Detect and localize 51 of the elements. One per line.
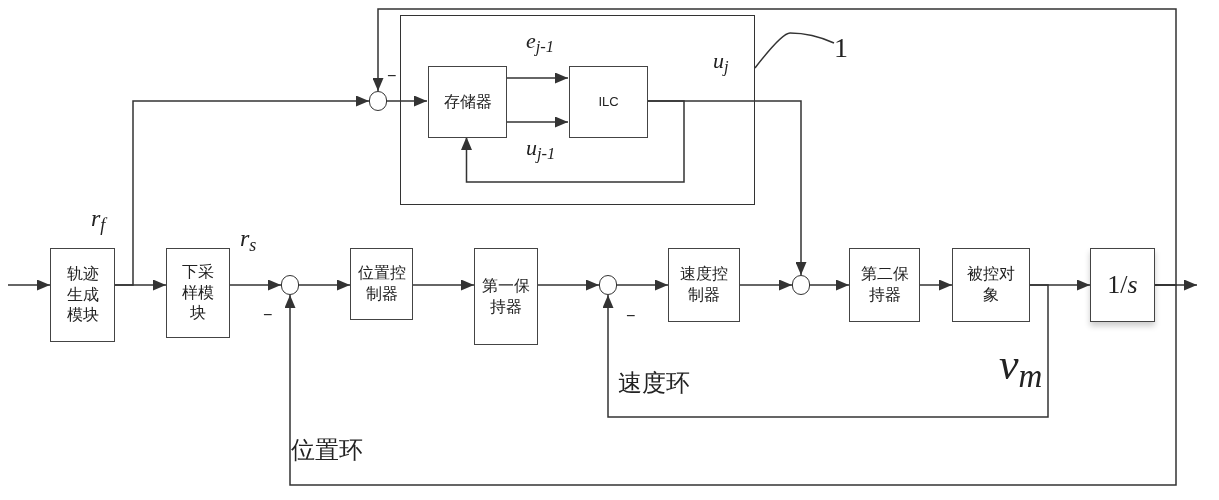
block-label: 第二保持器 xyxy=(860,264,909,305)
arrow xyxy=(602,284,1049,418)
signal-label: r$_{f}$ xyxy=(91,204,109,236)
arrow xyxy=(461,100,685,183)
arrow xyxy=(284,284,1177,486)
block-label: 被控对象 xyxy=(967,264,1015,305)
arrow xyxy=(739,279,793,291)
process-block xyxy=(474,248,538,345)
arrow xyxy=(298,279,351,291)
ilc-module-frame xyxy=(400,15,755,205)
edge-label: u$_{j}$ xyxy=(713,47,730,77)
process-block xyxy=(50,248,115,342)
arrow xyxy=(229,279,282,291)
arrow xyxy=(7,279,51,291)
block-label: 轨迹生成模块 xyxy=(66,263,99,326)
minus-sign: − xyxy=(626,306,636,326)
loop-label: 位置环 xyxy=(291,436,363,465)
arrow xyxy=(505,72,569,84)
block-label: 速度控制器 xyxy=(680,264,728,305)
arrow xyxy=(919,279,953,291)
ilc-block xyxy=(569,66,648,138)
block-label: 位置控制器 xyxy=(357,263,406,304)
arrow xyxy=(386,95,428,107)
arrow xyxy=(412,279,475,291)
arrow xyxy=(616,279,669,291)
minus-sign: − xyxy=(263,305,273,325)
block-label: 存储器 xyxy=(443,91,492,112)
process-block xyxy=(668,248,740,322)
block-label: 下采样模块 xyxy=(182,261,214,324)
integrator-block xyxy=(1090,248,1155,322)
leader-line xyxy=(754,32,835,69)
block-label: 1/s xyxy=(1107,269,1138,302)
arrow xyxy=(537,279,600,291)
signal-label: v$_{m}$ xyxy=(999,339,1044,394)
process-block xyxy=(166,248,230,338)
signal-label: r$_{s}$ xyxy=(240,224,258,256)
arrow xyxy=(809,279,850,291)
arrow xyxy=(505,116,569,128)
edge-label: u$_{j-1}$ xyxy=(526,134,557,164)
process-block xyxy=(350,248,413,320)
process-block xyxy=(952,248,1030,322)
block-label: 第一保持器 xyxy=(482,275,530,317)
memory-block xyxy=(428,66,507,138)
block-label: ILC xyxy=(598,93,619,111)
process-block xyxy=(849,248,920,322)
edge-label: e$_{j-1}$ xyxy=(526,27,556,57)
minus-sign: − xyxy=(387,66,397,86)
arrow xyxy=(114,95,370,286)
callout-number: 1 xyxy=(834,30,850,66)
loop-label: 速度环 xyxy=(618,369,690,398)
arrow xyxy=(372,8,1177,286)
